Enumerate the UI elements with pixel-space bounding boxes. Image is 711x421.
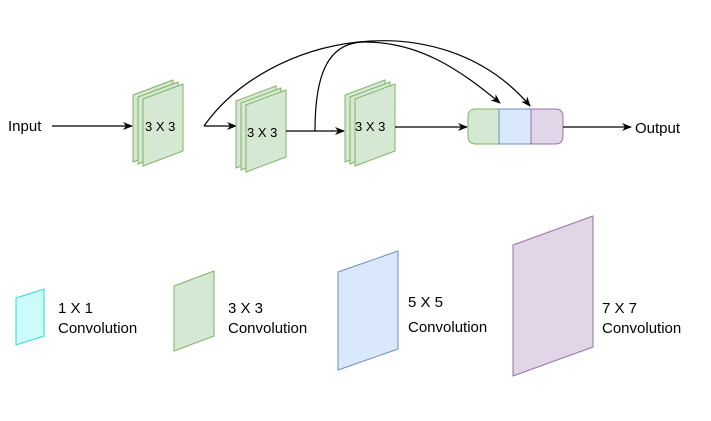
conv-block-1-label: 3 X 3 [145,119,175,134]
legend-size-label: 5 X 5 [408,294,443,311]
legend-name-label: Convolution [228,320,307,337]
concat-block [467,108,564,145]
legend-size-label: 7 X 7 [602,300,637,317]
legend-item-7x7: 7 X 7 Convolution [512,215,681,377]
output-label: Output [635,120,681,137]
legend-size-label: 3 X 3 [228,300,263,317]
concat-segment-purple [530,108,564,145]
legend-name-label: Convolution [602,320,681,337]
conv-block-2-label: 3 X 3 [247,125,277,140]
conv-block-2: 3 X 3 [235,85,287,173]
legend-item-1x1: 1 X 1 Convolution [15,288,137,346]
legend-name-label: Convolution [408,319,487,336]
concat-segment-blue [498,108,532,145]
legend-swatch-purple [512,215,594,377]
input-label: Input [8,118,42,135]
legend-item-5x5: 5 X 5 Convolution [337,250,487,371]
conv-block-3: 3 X 3 [344,79,396,167]
conv-block-3-label: 3 X 3 [355,119,385,134]
legend-swatch-green [173,270,215,352]
legend-swatch-blue [337,250,399,371]
legend-item-3x3: 3 X 3 Convolution [173,270,307,352]
legend-size-label: 1 X 1 [58,300,93,317]
conv-block-1: 3 X 3 [132,79,184,167]
concat-segment-green [467,108,500,145]
legend-name-label: Convolution [58,320,137,337]
skip-connection-2 [314,41,501,132]
legend-swatch-cyan [15,288,45,346]
